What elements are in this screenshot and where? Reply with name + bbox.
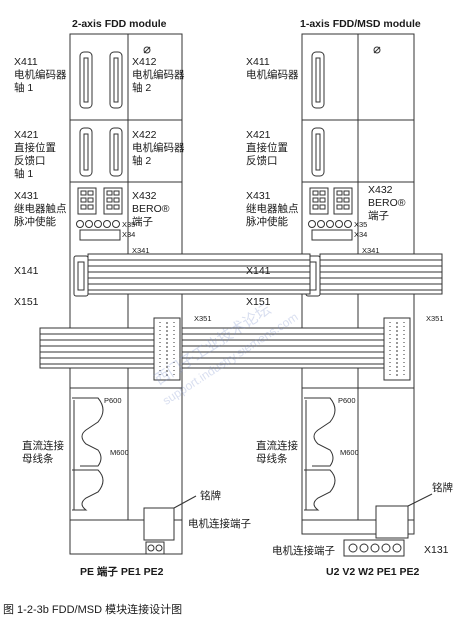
right-x431-line2: 脉冲使能: [246, 216, 288, 228]
right-x411-code: X411: [246, 56, 270, 68]
ribbon-cable-x341: [87, 253, 311, 295]
left-x421-line2: 反馈口: [14, 155, 46, 167]
right-x35-label: X35: [354, 220, 368, 229]
left-x411-code: X411: [14, 56, 38, 68]
left-leds-x35-x34: [76, 220, 121, 241]
left-connector-x421: [79, 127, 93, 177]
right-x421-line1: 直接位置: [246, 142, 288, 154]
left-x411-line1: 电机编码器: [14, 69, 67, 81]
right-connector-x411: [311, 51, 325, 109]
left-dc-busbar-shape: [72, 397, 104, 511]
right-x411-line1: 电机编码器: [246, 69, 299, 81]
left-x35-label: X35: [122, 220, 136, 229]
right-x432-line2: 端子: [368, 210, 389, 222]
right-x421-code: X421: [246, 129, 271, 141]
left-connector-x412: [109, 51, 123, 109]
right-m600-label: M600: [340, 448, 359, 457]
figure-caption: 图 1-2-3b FDD/MSD 模块连接设计图: [3, 604, 183, 616]
left-x351-label: X351: [194, 314, 212, 323]
left-x431-code: X431: [14, 190, 39, 202]
right-nameplate-box: [375, 493, 433, 539]
left-x411-line2: 轴 1: [14, 82, 34, 94]
right-terminals-label: U2 V2 W2 PE1 PE2: [326, 566, 420, 578]
left-x421-line1: 直接位置: [14, 142, 56, 154]
left-terminal-x432: [103, 187, 123, 215]
left-x412-code: X412: [132, 56, 157, 68]
left-nameplate-box: [143, 495, 197, 541]
right-x432-line1: BERO®: [368, 197, 406, 209]
left-x141-label: X141: [14, 265, 39, 277]
left-module-title: 2-axis FDD module: [72, 18, 167, 30]
left-terminal-x431: [77, 187, 97, 215]
left-port-x141-x151: [73, 255, 89, 297]
right-x431-line1: 继电器触点: [246, 203, 299, 215]
left-nameplate-label: 铭牌: [200, 490, 221, 502]
left-connector-x411: [79, 51, 93, 109]
right-x421-line2: 反馈口: [246, 155, 278, 167]
left-motor-terminal-label: 电机连接端子: [188, 518, 251, 530]
right-connector-x351: [383, 317, 411, 381]
right-p600-label: P600: [338, 396, 356, 405]
left-x432-line1: BERO®: [132, 203, 170, 215]
left-connector-x351: [153, 317, 181, 381]
right-module-title: 1-axis FDD/MSD module: [300, 18, 421, 30]
right-terminal-x431: [309, 187, 329, 215]
left-p600-label: P600: [104, 396, 122, 405]
left-x412-line2: 轴 2: [132, 82, 152, 94]
left-x431-line2: 脉冲使能: [14, 216, 56, 228]
left-x341-label: X341: [132, 246, 150, 255]
ribbon-cable-x341-right-end: [319, 253, 443, 295]
left-x151-label: X151: [14, 296, 39, 308]
ribbon-cable-x351-mid: [181, 327, 385, 369]
right-x351-label: X351: [426, 314, 444, 323]
left-x432-line2: 端子: [132, 216, 153, 228]
left-x34-label: X34: [122, 230, 136, 239]
left-x421-line3: 轴 1: [14, 168, 34, 180]
left-x422-code: X422: [132, 129, 157, 141]
right-motor-terminal-label: 电机连接端子: [272, 545, 335, 557]
right-x341-label: X341: [362, 246, 380, 255]
right-x151-label: X151: [246, 296, 271, 308]
left-x412-line1: 电机编码器: [132, 69, 185, 81]
right-terminal-x432: [333, 187, 353, 215]
right-dc-bus-line2: 母线条: [256, 453, 288, 465]
left-x432-code: X432: [132, 190, 157, 202]
right-leds-x35-x34: [308, 220, 353, 241]
right-dc-busbar-shape: [304, 397, 336, 511]
right-x432-code: X432: [368, 184, 393, 196]
left-dc-bus-line2: 母线条: [22, 453, 54, 465]
right-x34-label: X34: [354, 230, 368, 239]
right-x141-label: X141: [246, 265, 271, 277]
left-dc-bus-line1: 直流连接: [22, 440, 64, 452]
left-pe-terminal: [145, 541, 165, 555]
left-pe-terminal-label: PE 端子 PE1 PE2: [80, 566, 164, 578]
left-m600-label: M600: [110, 448, 129, 457]
right-x431-code: X431: [246, 190, 271, 202]
left-x422-line2: 轴 2: [132, 155, 152, 167]
right-nameplate-label: 铭牌: [432, 482, 453, 494]
left-x422-line1: 电机编码器: [132, 142, 185, 154]
left-x421-code: X421: [14, 129, 39, 141]
left-x431-line1: 继电器触点: [14, 203, 67, 215]
left-connector-x422: [109, 127, 123, 177]
right-connector-x421: [311, 127, 325, 177]
right-dc-bus-line1: 直流连接: [256, 440, 298, 452]
right-power-terminal-block: [343, 539, 405, 557]
ribbon-cable-x351-left: [39, 327, 155, 369]
right-x131-label: X131: [424, 544, 449, 556]
